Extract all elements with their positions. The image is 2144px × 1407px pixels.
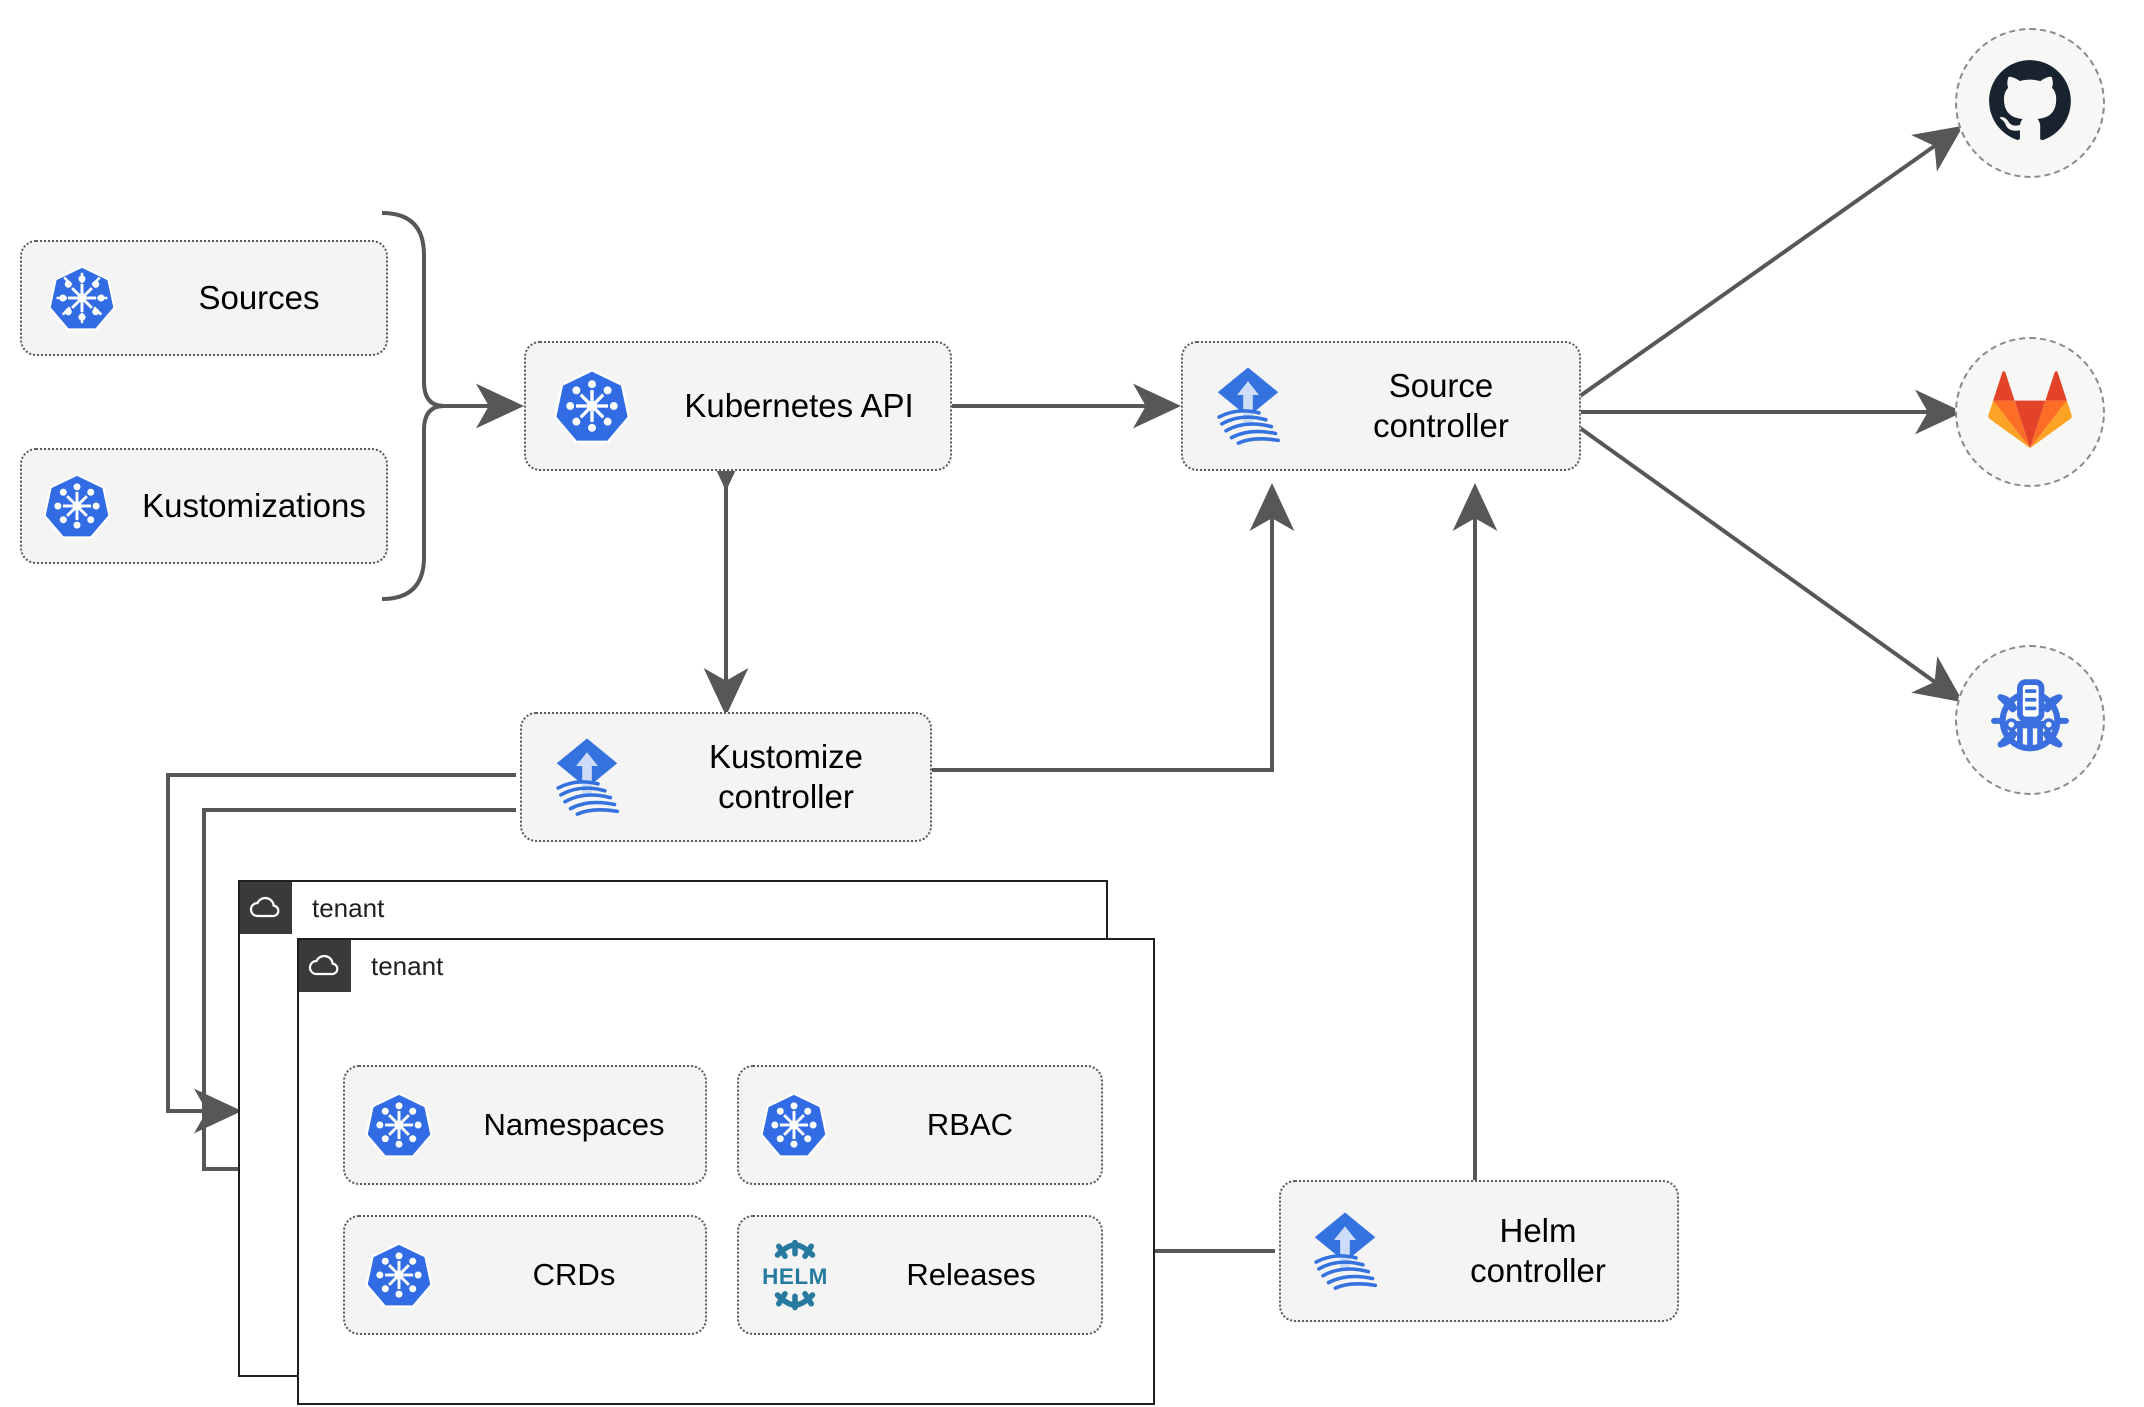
cloud-icon bbox=[299, 940, 351, 992]
tenant-titlebar: tenant bbox=[240, 882, 384, 934]
kubernetes-icon bbox=[739, 1089, 849, 1161]
node-kustomizations[interactable]: Kustomizations bbox=[20, 448, 388, 564]
node-rbac[interactable]: RBAC bbox=[737, 1065, 1103, 1185]
node-sources[interactable]: Sources bbox=[20, 240, 388, 356]
node-label: CRDs bbox=[532, 1257, 616, 1293]
node-label: Namespaces bbox=[483, 1107, 665, 1143]
kubernetes-icon bbox=[345, 1239, 453, 1311]
github-icon bbox=[1987, 58, 2073, 149]
bucket-icon bbox=[1984, 672, 2076, 769]
node-label: Helm controller bbox=[1470, 1211, 1606, 1289]
kubernetes-icon bbox=[22, 262, 142, 334]
node-label: Releases bbox=[906, 1257, 1036, 1293]
tenant-label: tenant bbox=[312, 892, 385, 923]
kubernetes-icon bbox=[526, 365, 658, 447]
cloud-icon bbox=[240, 882, 292, 934]
helm-icon: HELM bbox=[739, 1235, 851, 1315]
group-brace bbox=[381, 211, 445, 601]
provider-gitlab[interactable] bbox=[1955, 337, 2105, 487]
node-releases[interactable]: HELM Releases bbox=[737, 1215, 1103, 1335]
flux-icon bbox=[522, 733, 652, 821]
svg-text:HELM: HELM bbox=[762, 1264, 828, 1289]
edge-kustomize-source bbox=[932, 483, 1295, 772]
node-namespaces[interactable]: Namespaces bbox=[343, 1065, 707, 1185]
edge-source-github bbox=[1578, 125, 1964, 398]
kubernetes-icon bbox=[345, 1089, 453, 1161]
node-label: Kustomize controller bbox=[708, 737, 864, 815]
node-label: Kubernetes API bbox=[684, 386, 914, 424]
node-label: Kustomizations bbox=[142, 486, 366, 524]
node-source-controller[interactable]: Source controller bbox=[1181, 341, 1581, 471]
tenant-window-inner[interactable]: tenant bbox=[297, 938, 1155, 1405]
node-helm-controller[interactable]: Helm controller bbox=[1279, 1180, 1679, 1322]
node-crds[interactable]: CRDs bbox=[343, 1215, 707, 1335]
node-kustomize-controller[interactable]: Kustomize controller bbox=[520, 712, 932, 842]
gitlab-icon bbox=[1988, 370, 2072, 455]
tenant-label: tenant bbox=[371, 950, 444, 981]
provider-bucket[interactable] bbox=[1955, 645, 2105, 795]
flux-icon bbox=[1281, 1207, 1409, 1295]
provider-github[interactable] bbox=[1955, 28, 2105, 178]
node-label: Source controller bbox=[1373, 366, 1509, 444]
kubernetes-icon bbox=[22, 470, 132, 542]
tenant-titlebar: tenant bbox=[299, 940, 443, 992]
node-label: RBAC bbox=[926, 1107, 1014, 1143]
edge-source-bucket bbox=[1578, 426, 1964, 703]
node-label: Sources bbox=[198, 278, 320, 316]
node-kubernetes-api[interactable]: Kubernetes API bbox=[524, 341, 952, 471]
flux-icon bbox=[1183, 362, 1313, 450]
